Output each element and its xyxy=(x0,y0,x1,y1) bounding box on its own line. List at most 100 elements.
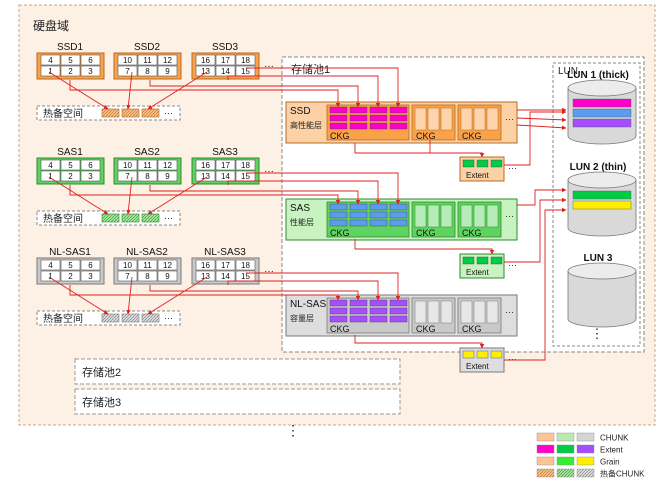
ckg-extent xyxy=(389,219,408,227)
lun-stripe xyxy=(572,118,632,128)
hot-spare-chunk xyxy=(141,313,160,323)
domain-more-dots: ⋮ xyxy=(286,422,300,438)
mapping-arrow xyxy=(149,285,361,301)
legend-swatch xyxy=(536,432,555,442)
disk-label: NL-SAS3 xyxy=(204,247,246,258)
extent-label: Extent xyxy=(466,268,489,277)
ckg-extent xyxy=(349,315,368,323)
chunk-number: 5 xyxy=(68,261,73,270)
ckg-extent xyxy=(369,203,388,211)
legend-label: Grain xyxy=(600,458,620,467)
legend-label: 热备CHUNK xyxy=(600,469,645,479)
chunk-number: 4 xyxy=(48,161,53,170)
lun-stripe xyxy=(572,98,632,108)
ckg-extent xyxy=(349,211,368,219)
chunk-number: 17 xyxy=(221,56,230,65)
lun-stripe xyxy=(572,190,632,200)
chunk-cell xyxy=(40,65,61,77)
ckg-chunk xyxy=(486,204,499,228)
disk-label: SAS1 xyxy=(57,147,83,158)
chunk-number: 14 xyxy=(221,67,230,76)
chunk-cell xyxy=(157,54,178,66)
grain xyxy=(476,159,489,168)
disk-label: NL-SAS1 xyxy=(49,247,91,258)
disk-label: SSD1 xyxy=(57,42,84,53)
mapping-arrow xyxy=(69,80,341,108)
chunk-cell xyxy=(80,65,101,77)
ckg-extent xyxy=(369,211,388,219)
ckg-chunk xyxy=(427,204,440,228)
chunk-number: 9 xyxy=(165,67,170,76)
chunk-cell xyxy=(40,170,61,182)
chunk-cell xyxy=(157,170,178,182)
chunk-number: 8 xyxy=(145,272,150,281)
disk-more-ellipsis: ··· xyxy=(264,266,274,277)
domain-title: 硬盘域 xyxy=(33,18,69,33)
chunk-cell xyxy=(80,54,101,66)
disk-label: SAS3 xyxy=(212,147,238,158)
legend-swatch xyxy=(556,444,575,454)
chunk-number: 5 xyxy=(68,161,73,170)
chunk-cell xyxy=(157,159,178,171)
chunk-number: 17 xyxy=(221,261,230,270)
chunk-number: 6 xyxy=(88,261,93,270)
chunk-number: 18 xyxy=(241,56,250,65)
chunk-number: 2 xyxy=(68,272,73,281)
ckg-label: CKG xyxy=(462,324,482,334)
mapping-arrow xyxy=(48,71,109,110)
chunk-cell xyxy=(40,259,61,271)
grain xyxy=(462,350,475,359)
chunk-cell xyxy=(60,259,81,271)
chunk-cell xyxy=(80,270,101,282)
chunk-number: 11 xyxy=(143,161,152,170)
mapping-arrow xyxy=(516,124,567,130)
grain xyxy=(476,350,489,359)
chunk-number: 16 xyxy=(201,56,210,65)
legend-swatch xyxy=(536,444,555,454)
chunk-number: 7 xyxy=(125,67,130,76)
ckg-label: CKG xyxy=(462,228,482,238)
chunk-cell xyxy=(137,159,158,171)
lun-stripe xyxy=(572,200,632,210)
ckg-chunk xyxy=(473,107,486,131)
chunk-cell xyxy=(215,270,236,282)
disk-label: SAS2 xyxy=(134,147,160,158)
chunk-cell xyxy=(195,170,216,182)
ckg-chunk xyxy=(486,107,499,131)
ckg-chunk xyxy=(440,300,453,324)
chunk-cell xyxy=(157,270,178,282)
chunk-cell xyxy=(137,259,158,271)
chunk-number: 16 xyxy=(201,261,210,270)
tier-name: NL-SAS xyxy=(290,299,326,310)
ckg-more-ellipsis: ··· xyxy=(505,307,514,317)
ckg-extent xyxy=(369,106,388,114)
chunk-number: 13 xyxy=(201,172,210,181)
ckg-extent xyxy=(369,122,388,130)
chunk-number: 6 xyxy=(88,56,93,65)
hot-spare-chunk xyxy=(141,108,160,118)
chunk-cell xyxy=(80,259,101,271)
storage-pool-2-title: 存储池2 xyxy=(82,365,121,379)
chunk-cell xyxy=(60,270,81,282)
ckg-label: CKG xyxy=(330,131,350,141)
hot-spare-label: 热备空间 xyxy=(43,212,83,225)
chunk-cell xyxy=(137,170,158,182)
chunk-number: 15 xyxy=(241,272,250,281)
storage-pool-3-title: 存储池3 xyxy=(82,395,121,409)
chunk-number: 7 xyxy=(125,272,130,281)
chunk-cell xyxy=(117,65,138,77)
ckg-extent xyxy=(369,114,388,122)
legend-swatch xyxy=(576,444,595,454)
chunk-number: 8 xyxy=(145,172,150,181)
mapping-arrow xyxy=(126,176,133,215)
ckg-label: CKG xyxy=(416,324,436,334)
chunk-number: 9 xyxy=(165,172,170,181)
extent-more-ellipsis: ··· xyxy=(508,260,517,270)
ckg-extent xyxy=(349,307,368,315)
mapping-arrow xyxy=(48,276,109,315)
chunk-number: 4 xyxy=(48,261,53,270)
ckg-extent xyxy=(349,219,368,227)
chunk-cell xyxy=(195,159,216,171)
ckg-extent xyxy=(349,122,368,130)
